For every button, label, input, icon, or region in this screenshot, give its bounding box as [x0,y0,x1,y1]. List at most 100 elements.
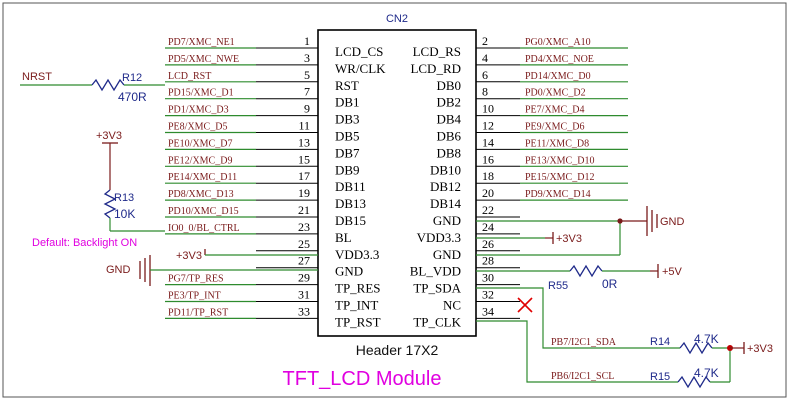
r13-value: 10K [114,207,135,221]
pin-name: WR/CLK [335,61,386,76]
pin-name: BL_VDD [410,264,461,279]
nc-x-stroke-2 [517,297,533,313]
pin-name: TP_CLK [413,314,461,329]
pin-name: DB15 [335,213,366,228]
r14-value: 4.7K [694,332,719,346]
net-label: PE7/XMC_D4 [525,105,584,116]
pin-number: 16 [482,152,494,166]
pin-name: DB9 [335,162,360,177]
backlight-note: Default: Backlight ON [32,237,137,249]
r14-ref: R14 [650,336,670,348]
pin-number: 5 [304,68,310,82]
left-gnd-label: GND [106,264,131,276]
pin-name: DB8 [436,145,461,160]
pin-number: 4 [482,51,488,65]
pin-name: DB2 [436,95,461,110]
pin-number: 30 [482,271,494,285]
pin-name: TP_SDA [413,281,461,296]
net-label: PD14/XMC_D0 [525,71,591,82]
r55-ref: R55 [548,280,568,292]
pin-name: DB14 [430,196,462,211]
pin-name: TP_INT [335,298,378,313]
r15-resistor [677,375,711,389]
net-label: PD7/XMC_NE1 [168,37,235,48]
pin-number: 10 [482,102,494,116]
net-label: PG7/TP_RES [168,274,224,285]
net-label: PD15/XMC_D1 [168,88,234,99]
pin-name: DB13 [335,196,366,211]
pin-number: 22 [482,203,494,217]
pin-number: 29 [298,271,310,285]
net-label: PD4/XMC_NOE [525,54,594,65]
pin-name: DB7 [335,145,360,160]
pin-number: 23 [298,220,310,234]
net-label: PE11/XMC_D8 [525,138,589,149]
pin-name: GND [433,213,461,228]
net-label: PD1/XMC_D3 [168,105,229,116]
left-vdd-label: +3V3 [176,250,202,262]
pin-name: LCD_RD [410,61,461,76]
pin-name: DB6 [436,129,461,144]
pin-name: TP_RST [335,314,381,329]
right-power: GND +3V3 [476,206,685,256]
pin-number: 6 [482,68,488,82]
net-label: PD9/XMC_D14 [525,189,591,200]
r13-ref: R13 [114,192,134,204]
sda-wire [476,287,680,349]
pin-number: 15 [298,152,310,166]
pin-number: 1 [304,34,310,48]
r13-supply-label: +3V3 [96,130,122,142]
pin-number: 3 [304,51,310,65]
scl-wire [476,320,678,383]
net-label: PD8/XMC_D13 [168,189,234,200]
net-label: PD5/XMC_NWE [168,54,239,65]
net-label: PD11/TP_RST [168,307,228,318]
i2c-circuit: PB7/I2C1_SDA PB6/I2C1_SCL +3V3 R14 4.7K … [476,287,773,389]
pin-name: VDD3.3 [417,230,461,245]
pin-name: TP_RES [335,281,381,296]
nrst-net-label: NRST [22,71,52,83]
right-vdd-label: +3V3 [556,233,582,245]
net-label: IO0_0/BL_CTRL [168,223,240,234]
pin-name: DB11 [335,179,366,194]
nrst-circuit: NRST R12 470R [20,71,165,104]
net-label: PE12/XMC_D9 [168,155,232,166]
left-power: +3V3 GND [106,249,318,286]
pin-number: 11 [298,119,310,133]
net-label: PE10/XMC_D7 [168,138,232,149]
connector-name: Header 17X2 [356,342,439,358]
pin-number: 33 [298,304,310,318]
pin-number: 26 [482,237,494,251]
net-label: PE3/TP_INT [168,291,221,302]
pin-number: 9 [304,102,310,116]
pin-number: 19 [298,186,310,200]
r55-resistor [569,264,603,278]
net-label: PE9/XMC_D6 [525,122,584,133]
net-label: PD10/XMC_D15 [168,206,239,217]
pin-number: 21 [298,203,310,217]
pin-name: DB10 [430,162,461,177]
right-gnd-label: GND [660,216,685,228]
r12-resistor [91,78,125,92]
net-label: PD0/XMC_D2 [525,88,586,99]
pin-name: LCD_RS [413,44,461,59]
r12-value: 470R [118,90,147,104]
pin-name: GND [335,264,363,279]
pin-name: DB3 [335,112,360,127]
net-label: PG0/XMC_A10 [525,37,591,48]
net-label: PE15/XMC_D12 [525,172,594,183]
pin-number: 34 [482,304,494,318]
net-label: PE14/XMC_D11 [168,172,237,183]
pullup-supply-label: +3V3 [747,343,773,355]
pin-number: 2 [482,34,488,48]
pin-name: VDD3.3 [335,247,379,262]
pin-name: DB0 [436,78,461,93]
sda-net-label: PB7/I2C1_SDA [551,337,617,348]
frame-border [2,2,787,398]
pin-name: NC [443,298,461,313]
pin-number: 20 [482,186,494,200]
pin-name: RST [335,78,359,93]
pin-number: 31 [298,288,310,302]
nc-marker [517,297,533,313]
